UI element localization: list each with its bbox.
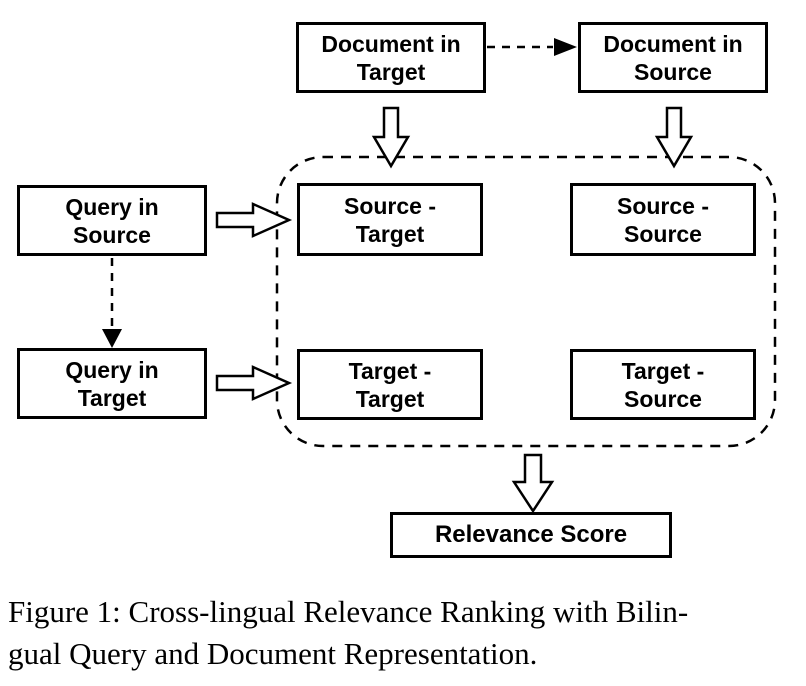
box-label-line: Document in — [321, 30, 461, 57]
query-source-right-arrow — [215, 202, 293, 238]
box-target-target: Target - Target — [297, 349, 483, 420]
box-label-line: Target — [355, 385, 425, 412]
bilingual-representation-dashed-container — [275, 155, 777, 448]
box-label-line: Document in — [603, 30, 743, 57]
box-relevance-score: Relevance Score — [390, 512, 672, 558]
caption-line-1: Figure 1: Cross-lingual Relevance Rankin… — [8, 594, 689, 629]
relevance-down-arrow — [511, 453, 555, 514]
box-label-line: Source — [624, 220, 702, 247]
box-label-line: Source — [624, 385, 702, 412]
diagram-arrow-layer — [102, 38, 777, 514]
box-query-in-source: Query in Source — [17, 185, 207, 256]
box-label-line: Query in — [65, 356, 159, 383]
box-label-line: Source - — [616, 192, 710, 219]
box-document-in-target: Document in Target — [296, 22, 486, 93]
box-label-line: Source — [634, 58, 712, 85]
doc-source-down-arrow — [654, 106, 694, 169]
box-label-line: Target — [77, 384, 147, 411]
box-source-source: Source - Source — [570, 183, 756, 256]
box-label-line: Target - — [348, 357, 432, 384]
doc-translation-dashed-arrow — [487, 38, 577, 56]
query-translation-dashed-arrow — [102, 258, 122, 348]
box-label-line: Target — [355, 220, 425, 247]
box-target-source: Target - Source — [570, 349, 756, 420]
figure-caption: Figure 1: Cross-lingual Relevance Rankin… — [8, 591, 806, 675]
box-document-in-source: Document in Source — [578, 22, 768, 93]
box-source-target: Source - Target — [297, 183, 483, 256]
caption-line-2: gual Query and Document Representation. — [8, 636, 538, 671]
box-label-line: Source - — [343, 192, 437, 219]
box-label-line: Relevance Score — [434, 521, 628, 548]
box-label-line: Query in — [65, 193, 159, 220]
box-label-line: Target - — [621, 357, 705, 384]
box-query-in-target: Query in Target — [17, 348, 207, 419]
doc-target-down-arrow — [371, 106, 411, 169]
box-label-line: Source — [73, 221, 151, 248]
box-label-line: Target — [356, 58, 426, 85]
query-target-right-arrow — [215, 365, 293, 401]
